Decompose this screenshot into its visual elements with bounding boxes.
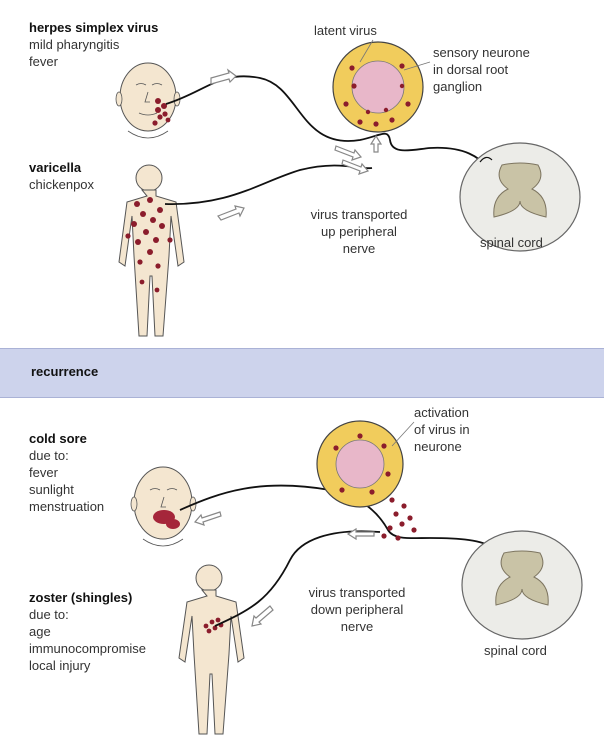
body-zoster (178, 564, 245, 735)
sensory-neurone-label: ganglion (433, 79, 483, 94)
spinal-cord-label-top: spinal cord (480, 235, 543, 250)
sensory-neurone-label: sensory neurone (433, 45, 530, 60)
transport-up-label: nerve (342, 241, 376, 256)
transport-down-label: nerve (340, 619, 374, 634)
transport-arrows-down (193, 511, 375, 627)
head-herpes (115, 62, 181, 139)
varicella-title: varicella (29, 160, 82, 175)
activation-label: neurone (414, 439, 462, 454)
transport-up-label: virus transported (310, 207, 408, 222)
cold-sore-cause: fever (29, 465, 58, 480)
sensory-neurone-label: in dorsal root (433, 62, 509, 77)
spinal-cord-label-bottom: spinal cord (484, 643, 547, 658)
cold-sore-cause: menstruation (29, 499, 105, 514)
zoster-title: zoster (shingles) (29, 590, 133, 605)
neurone-top (332, 41, 424, 133)
cold-sore-title: cold sore (29, 431, 87, 446)
cold-sore-cause: due to: (29, 448, 69, 463)
activation-label: of virus in (414, 422, 470, 437)
varicella-symptom: chickenpox (29, 177, 95, 192)
zoster-cause: age (29, 624, 51, 639)
transport-down-label: virus transported (308, 585, 406, 600)
zoster-cause: immunocompromise (29, 641, 147, 656)
nerve-coldsore (179, 484, 495, 549)
zoster-cause: local injury (29, 658, 91, 673)
latent-virus-label: latent virus (314, 23, 377, 38)
herpes-title: herpes simplex virus (29, 20, 159, 35)
recurrence-band (0, 348, 604, 398)
neurone-bottom (316, 420, 404, 508)
spinal-cord-bottom (461, 530, 583, 640)
transport-down-label: down peripheral (310, 602, 404, 617)
herpes-lesions (152, 98, 171, 126)
released-virus (381, 497, 417, 541)
nerve-varicella (164, 164, 373, 205)
transport-up-label: up peripheral (321, 224, 397, 239)
transport-arrows-up (210, 68, 383, 221)
activation-label: activation (414, 405, 469, 420)
recurrence-heading: recurrence (31, 364, 99, 379)
nerve-herpes (165, 75, 489, 169)
cold-sore-cause: sunlight (29, 482, 74, 497)
varicella-spots (125, 197, 173, 293)
nerve-zoster (214, 530, 381, 627)
zoster-cause: due to: (29, 607, 69, 622)
herpes-symptom: mild pharyngitis (29, 37, 120, 52)
spinal-cord-top (459, 142, 581, 252)
herpes-symptom: fever (29, 54, 58, 69)
